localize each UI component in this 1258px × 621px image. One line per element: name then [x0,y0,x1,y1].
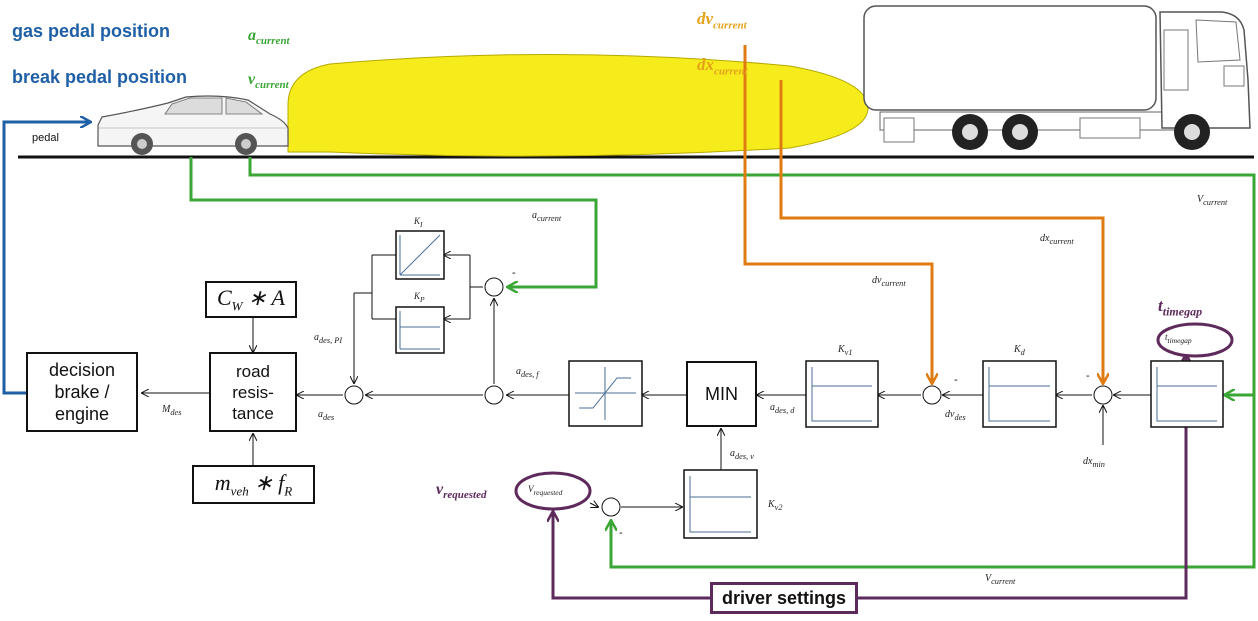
a-des-v-label: ades, v [730,448,754,461]
t-timegap-bubble [1156,322,1234,358]
gas-pedal-label: gas pedal position [12,21,171,41]
brake-pedal-label: break pedal position [12,67,188,87]
kv2-label: Kv2 [768,499,783,512]
a-current-signal-label: acurrent [532,210,562,223]
dv-current-signal-label: dvcurrent [872,275,906,288]
a-des-label: ades [318,409,335,422]
driver-settings-block: driver settings [710,582,858,614]
a-des-f-label: ades, f [516,366,539,379]
pedal-wire [2,122,90,395]
dx-min-label: dxmin [1083,456,1105,469]
svg-text:-: - [1086,370,1090,382]
gain-box-kv1 [805,360,879,428]
v-requested-wire [553,512,710,600]
svg-text:-: - [619,527,623,539]
decision-block: decision brake / engine [26,352,138,432]
v-current-right-label: Vcurrent [1197,194,1228,207]
minus-signs: - - - - [512,267,1090,539]
truck-icon [863,5,1251,150]
signal-lines [142,255,1151,507]
t-timegap-setting-label: ttimegap [1158,296,1203,319]
min-block: MIN [686,361,757,427]
t-timegap-bubble-label: ttimegap [1165,332,1192,345]
t-timegap-wire [858,355,1186,600]
kv1-label: Kv1 [838,344,853,357]
car-icon [97,95,289,155]
dx-current-signal-label: dxcurrent [1040,233,1074,246]
m-veh-block: mveh ∗ fR [192,465,315,504]
m-des-label: Mdes [162,404,182,417]
road-resistance-block: road resis- tance [209,352,297,432]
svg-text:-: - [512,267,516,279]
kp-label: KP [414,291,425,304]
svg-text:-: - [954,374,958,386]
dv-current-wire [743,45,932,383]
v-current-wire [248,157,1256,569]
cw-a-block: CW ∗ A [205,281,297,318]
a-des-pi-label: ades, PI [314,332,343,345]
pedal-label: pedal [32,132,59,144]
dx-current-wire [779,80,1103,383]
summing-junctions [344,277,1113,517]
saturation-box [568,360,643,427]
dx-current-header: dxcurrent [697,55,748,78]
gain-box-kd [982,360,1057,428]
dv-des-label: dvdes [945,409,966,422]
a-current-header: acurrent [248,27,290,48]
v-requested-bubble-label: Vrequested [528,484,563,497]
ki-label: KI [414,216,423,229]
v-requested-setting-label: vrequested [436,481,487,502]
dv-current-header: dvcurrent [697,9,747,32]
a-current-wire [189,157,598,287]
gain-box-ki [395,230,445,280]
v-current-header: vcurrent [248,71,289,92]
kd-label: Kd [1014,344,1025,357]
gain-box-timegap [1150,360,1224,428]
a-des-d-label: ades, d [770,402,795,415]
v-requested-bubble [514,471,592,511]
gain-box-kp [395,306,445,354]
gain-box-kv2 [683,469,758,539]
sensor-range-ellipse [287,53,869,157]
v-current-bottom-label: Vcurrent [985,573,1016,586]
